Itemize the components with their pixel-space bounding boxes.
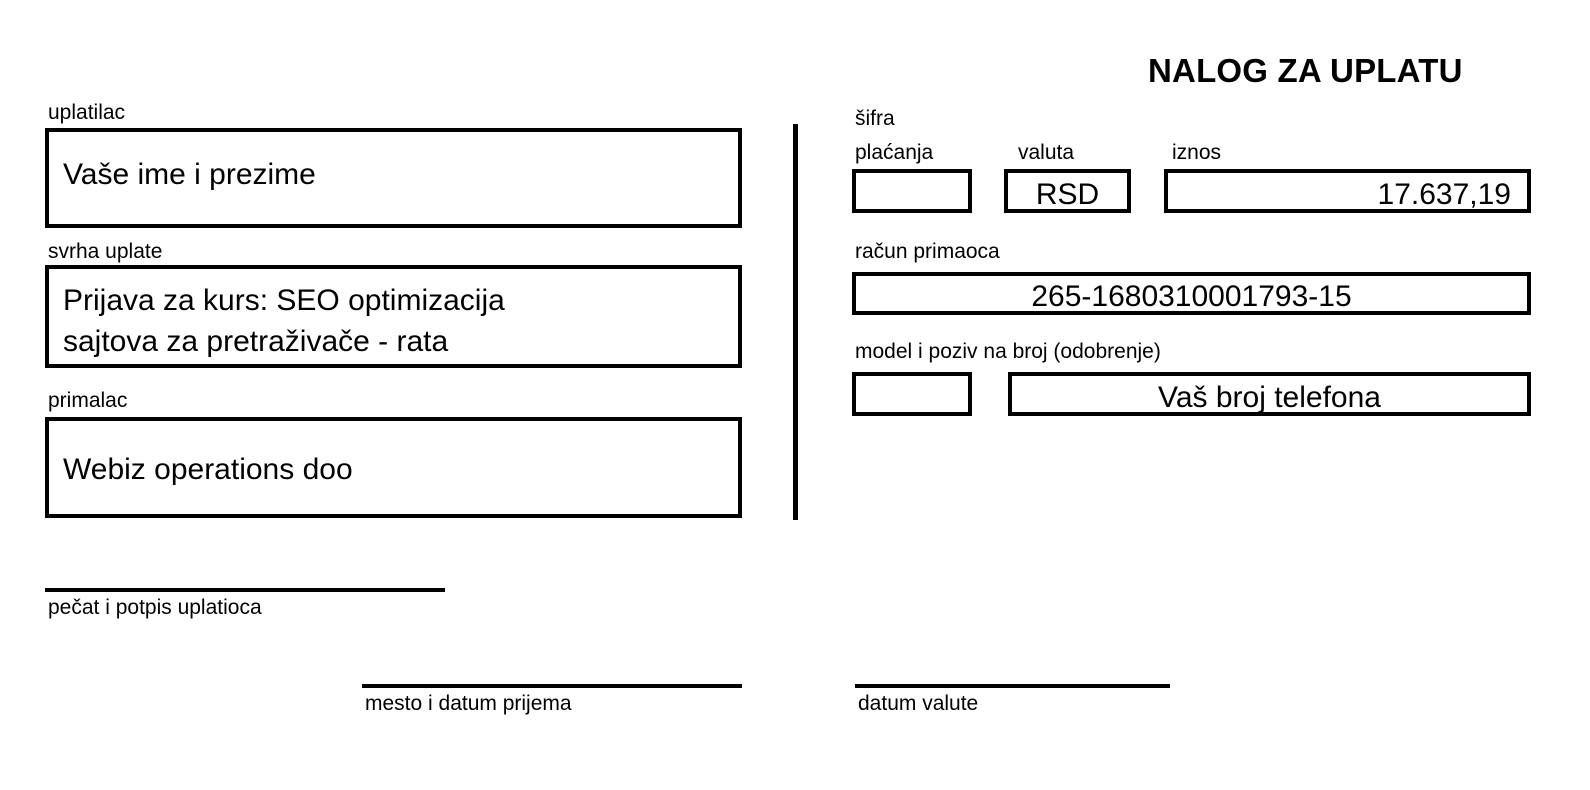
stamp-signature-label: pečat i potpis uplatioca	[48, 596, 262, 619]
payment-code-label-line1: šifra	[855, 107, 895, 130]
currency-value: RSD	[1035, 178, 1100, 211]
payer-label: uplatilac	[48, 101, 126, 124]
model-field[interactable]	[852, 372, 972, 416]
currency-label: valuta	[1018, 141, 1075, 164]
amount-value: 17.637,19	[1377, 178, 1511, 211]
recipient-field[interactable]: Webiz operations doo	[45, 417, 742, 518]
payer-field[interactable]: Vaše ime i prezime	[45, 128, 742, 228]
page-title: NALOG ZA UPLATU	[1148, 52, 1463, 89]
recipient-label: primalac	[48, 389, 128, 412]
amount-field[interactable]: 17.637,19	[1164, 169, 1531, 213]
reference-number-field[interactable]: Vaš broj telefona	[1008, 372, 1531, 416]
purpose-value: Prijava za kurs: SEO optimizacija sajtov…	[63, 284, 505, 358]
value-date-line	[855, 684, 1170, 688]
payment-code-field[interactable]	[852, 169, 972, 213]
account-field[interactable]: 265-1680310001793-15	[852, 272, 1531, 315]
account-label: račun primaoca	[855, 240, 1000, 263]
amount-label: iznos	[1172, 141, 1222, 164]
payment-code-label-line2: plaćanja	[855, 141, 934, 164]
reference-label: model i poziv na broj (odobrenje)	[855, 340, 1161, 363]
value-date-label: datum valute	[858, 692, 979, 715]
reference-value: Vaš broj telefona	[1158, 381, 1381, 414]
place-date-label: mesto i datum prijema	[365, 692, 572, 715]
currency-field[interactable]: RSD	[1004, 169, 1131, 213]
stamp-signature-line	[45, 588, 445, 592]
place-date-line	[362, 684, 742, 688]
payer-value: Vaše ime i prezime	[63, 158, 316, 191]
recipient-value: Webiz operations doo	[63, 453, 353, 486]
purpose-field[interactable]: Prijava za kurs: SEO optimizacija sajtov…	[45, 265, 742, 368]
purpose-label: svrha uplate	[48, 240, 163, 263]
column-divider	[793, 124, 798, 520]
account-value: 265-1680310001793-15	[1031, 280, 1352, 313]
